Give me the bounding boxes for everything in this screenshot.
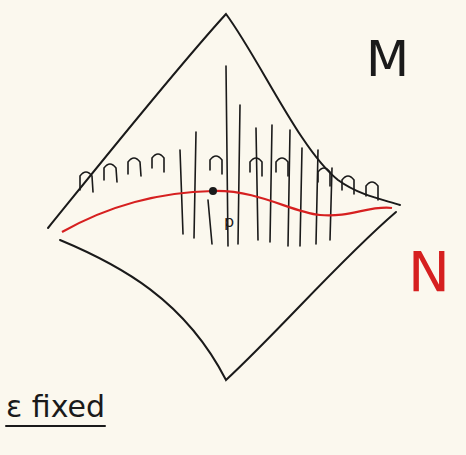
fiber-lines bbox=[180, 66, 332, 246]
note-label: ε fixed bbox=[6, 392, 105, 422]
submanifold-curve bbox=[62, 191, 392, 232]
hook-marks bbox=[80, 154, 378, 200]
point-dot bbox=[209, 187, 217, 195]
underline bbox=[6, 425, 105, 427]
submanifold-label: N bbox=[408, 244, 450, 300]
point-label: p bbox=[224, 214, 234, 230]
manifold-outline bbox=[48, 14, 400, 228]
manifold-label: M bbox=[366, 34, 409, 84]
